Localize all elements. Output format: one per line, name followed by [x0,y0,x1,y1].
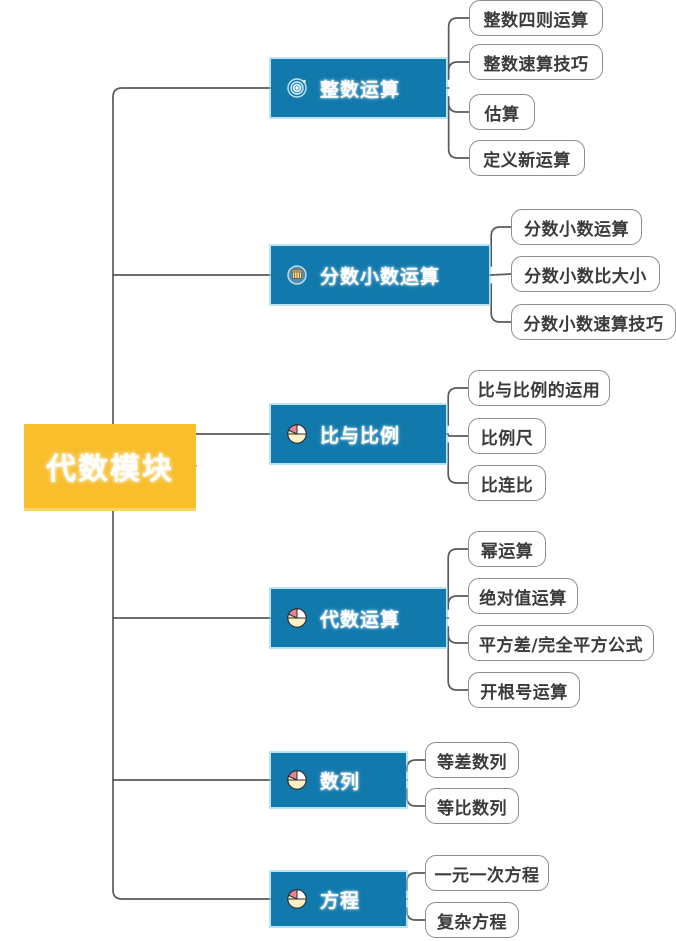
branch-node-2[interactable]: 分数小数运算 [271,246,489,304]
root-node[interactable]: 代数模块 [24,424,196,508]
leaf-node-label: 定义新运算 [483,150,571,171]
leaf-node-label: 比与比例的运用 [477,380,601,401]
branch-node-5[interactable]: 数列 [271,753,406,807]
branch-node-3[interactable]: 比与比例 [271,405,446,463]
branch-node-label: 代数运算 [320,608,401,631]
leaf-node-label: 等比数列 [437,798,507,819]
leaf-node-label: 比连比 [480,475,534,496]
leaf-node-label: 分数小数比大小 [524,266,647,287]
leaf-node-2-3[interactable]: 分数小数速算技巧 [511,304,676,340]
leaf-node-1-4[interactable]: 定义新运算 [469,140,585,176]
leaf-node-6-2[interactable]: 复杂方程 [425,902,519,938]
pie-chart-icon [287,770,307,790]
leaf-node-1-2[interactable]: 整数速算技巧 [469,44,603,80]
leaf-node-label: 比例尺 [480,428,534,449]
leaf-node-label: 等差数列 [437,752,507,773]
leaf-node-label: 平方差/完全平方公式 [478,635,644,656]
leaf-node-label: 绝对值运算 [479,588,567,609]
leaf-node-label: 复杂方程 [437,912,507,933]
root-node-label: 代数模块 [46,452,174,487]
leaf-node-label: 分数小数速算技巧 [523,314,664,335]
leaf-node-2-2[interactable]: 分数小数比大小 [511,256,660,292]
pie-chart-icon [287,608,307,628]
branch-node-4[interactable]: 代数运算 [271,589,446,647]
leaf-node-5-2[interactable]: 等比数列 [425,788,519,824]
branch-node-label: 分数小数运算 [320,265,441,288]
leaf-node-label: 分数小数运算 [524,219,629,240]
leaf-node-3-1[interactable]: 比与比例的运用 [468,370,610,406]
leaf-node-4-2[interactable]: 绝对值运算 [468,578,578,614]
leaf-node-1-3[interactable]: 估算 [469,94,535,130]
branch-node-6[interactable]: 方程 [271,872,406,926]
pie-chart-icon [287,424,307,444]
leaf-node-label: 开根号运算 [480,682,568,703]
branch-node-label: 方程 [320,889,361,912]
branch-node-label: 数列 [320,770,361,793]
leaf-node-4-4[interactable]: 开根号运算 [468,672,580,708]
leaf-node-label: 一元一次方程 [434,865,540,886]
leaf-node-label: 幂运算 [480,541,534,562]
leaf-node-2-1[interactable]: 分数小数运算 [511,209,642,245]
branch-node-1[interactable]: 整数运算 [271,59,446,117]
leaf-node-4-1[interactable]: 幂运算 [468,531,546,567]
leaf-node-label: 整数速算技巧 [483,54,589,75]
branch-node-label: 比与比例 [320,424,401,447]
leaf-node-label: 整数四则运算 [483,10,589,31]
leaf-node-3-2[interactable]: 比例尺 [468,418,546,454]
leaf-node-4-3[interactable]: 平方差/完全平方公式 [468,625,654,661]
branch-node-label: 整数运算 [320,78,401,101]
leaf-node-5-1[interactable]: 等差数列 [425,742,519,778]
target-radar-icon [287,78,307,98]
leaf-node-label: 估算 [484,104,520,125]
pie-chart-icon [287,889,307,909]
badge-circle-icon [287,265,307,285]
leaf-node-6-1[interactable]: 一元一次方程 [425,855,549,891]
leaf-node-1-1[interactable]: 整数四则运算 [469,0,603,36]
leaf-node-3-3[interactable]: 比连比 [468,465,546,501]
